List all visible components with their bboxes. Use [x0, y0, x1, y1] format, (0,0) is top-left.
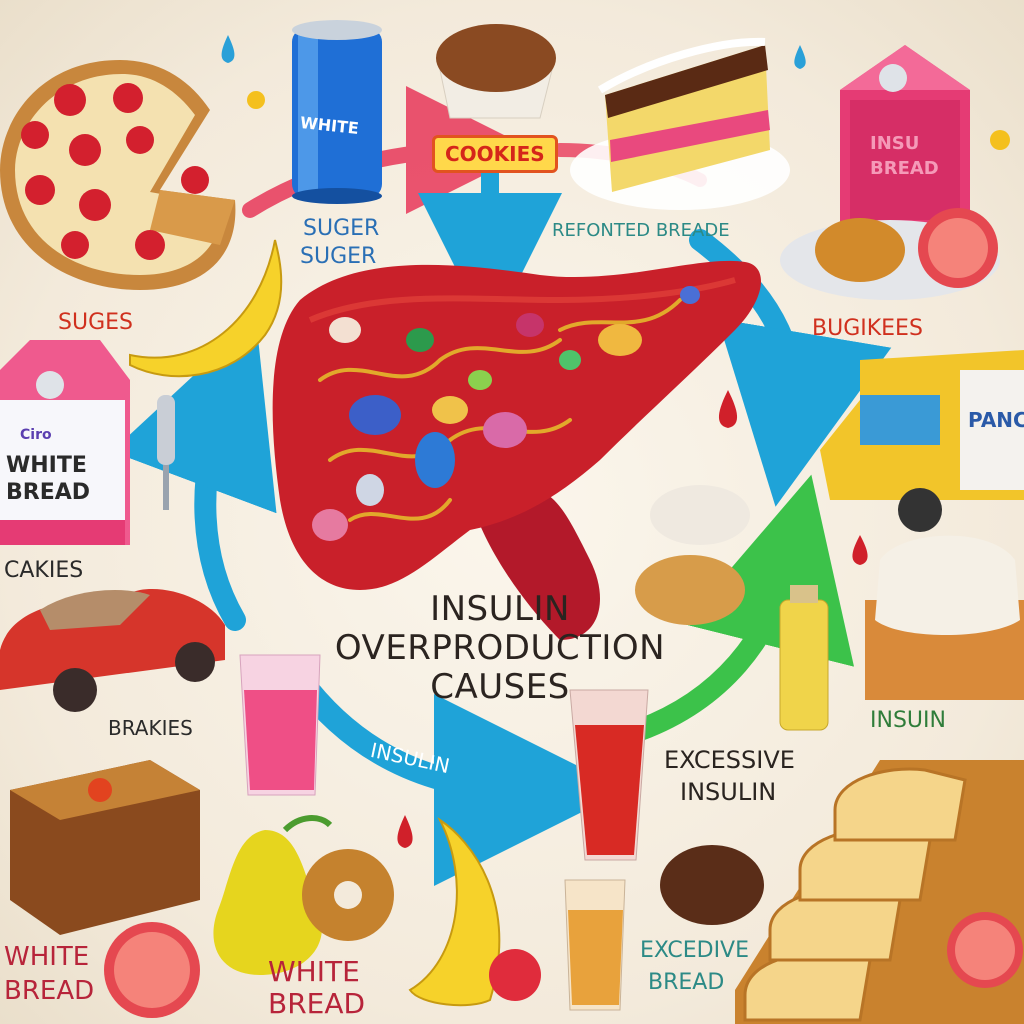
label-suger-2: SUGER [300, 244, 377, 269]
label-excessive-insulin-line1: EXCESSIVE [664, 746, 795, 774]
truck-text: PANCR [968, 408, 1024, 432]
probe-illustration [157, 395, 175, 510]
right-carton-text-line1: INSU [870, 133, 920, 154]
pear-illustration [213, 815, 333, 975]
milk-carton-left-illustration [0, 340, 130, 545]
left-carton-brand: Ciro [20, 427, 52, 443]
caramel-brownie-illustration [10, 760, 200, 935]
layer-cake-illustration [570, 37, 790, 210]
chocolate-pile-illustration [660, 845, 764, 925]
muffin-illustration [436, 24, 556, 119]
grapefruit-left-illustration [104, 922, 200, 1018]
iced-cake-illustration [865, 535, 1024, 700]
pizza-illustration [0, 60, 236, 290]
red-car-illustration [0, 589, 225, 712]
label-white-bread-left-line2: BREAD [4, 976, 95, 1006]
soda-can-illustration [292, 20, 382, 204]
left-carton-text-line2: BREAD [6, 480, 91, 505]
label-suges: SUGES [58, 310, 133, 335]
decorative-droplets [221, 35, 1010, 848]
label-cakies: CAKIES [4, 558, 84, 583]
pastry-plate-illustration [780, 208, 1000, 300]
strawberry-illustration [489, 949, 541, 1001]
delivery-truck-illustration [820, 350, 1024, 532]
label-white-bread-center-line2: BREAD [268, 987, 366, 1020]
arrow-bottom [288, 668, 626, 886]
milk-carton-right-illustration [840, 45, 970, 230]
banana-bottom-illustration [408, 817, 501, 1007]
label-excessive-insulin-line2: INSULIN [680, 778, 777, 806]
pink-drink-illustration [239, 654, 321, 796]
label-brakies: BRAKIES [108, 716, 193, 740]
croissant-pile-illustration [635, 485, 750, 625]
juice-glass-illustration [564, 879, 626, 1011]
banana-top-illustration [129, 239, 283, 378]
title-line-1: INSULIN [430, 589, 570, 629]
label-excedive-line1: EXCEDIVE [640, 938, 750, 963]
donut-illustration [302, 849, 394, 941]
liver-illustration [272, 260, 762, 640]
grapefruit-right-illustration [947, 912, 1023, 988]
label-bugikees: BUGIKEES [812, 316, 923, 341]
arrow-left-up [111, 317, 277, 631]
arrow-bottom-right-green [629, 474, 854, 741]
label-suger-1: SUGER [303, 216, 380, 241]
red-juice-illustration [569, 689, 649, 861]
label-white-bread-left-line1: WHITE [4, 942, 90, 972]
label-refonted-breade: REFONTED BREADE [552, 220, 730, 241]
main-title: INSULIN OVERPRODUCTION CAUSES [330, 589, 670, 708]
title-line-3: CAUSES [430, 667, 570, 708]
label-white-bread-center-line1: WHITE [268, 955, 360, 988]
label-cookies: COOKIES [432, 135, 558, 173]
left-carton-text-line1: WHITE [6, 453, 87, 478]
syrup-bottle-illustration [779, 585, 829, 731]
title-line-2: OVERPRODUCTION [334, 628, 666, 669]
label-excedive-line2: BREAD [648, 970, 725, 995]
label-insuin: INSUIN [870, 708, 946, 733]
right-carton-text-line2: BREAD [870, 158, 939, 179]
